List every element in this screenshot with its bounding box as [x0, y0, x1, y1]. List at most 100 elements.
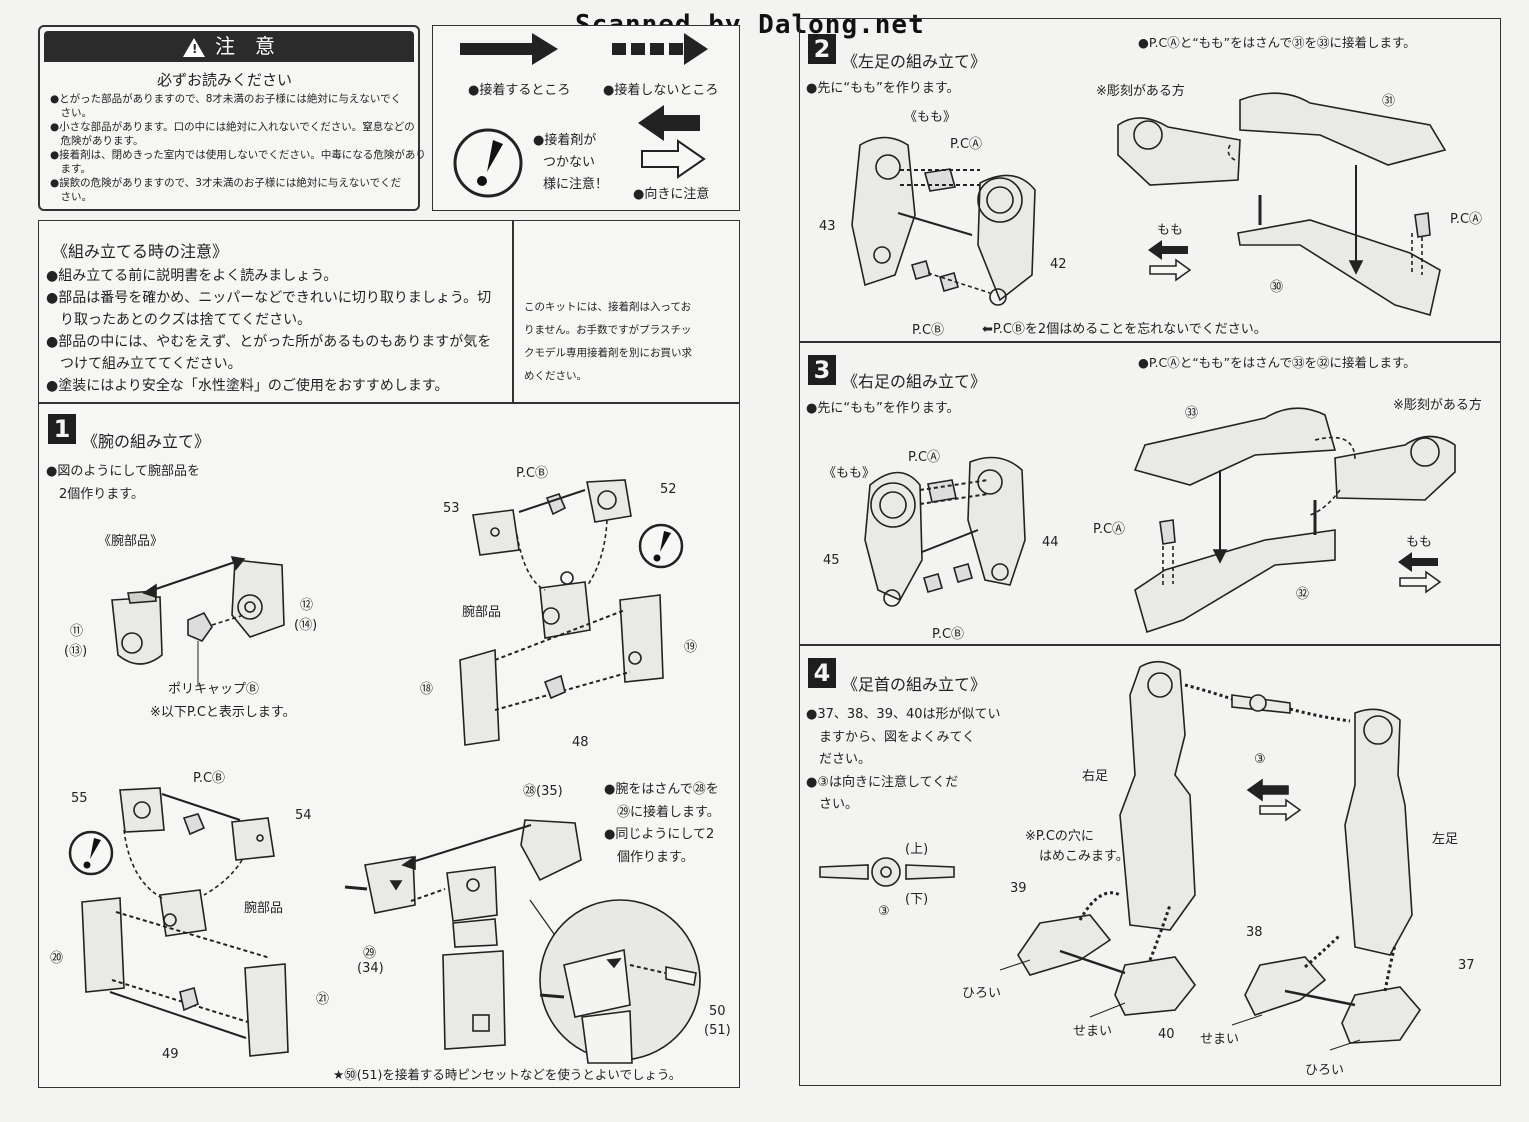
step4-title: 《足首の組み立て》	[842, 675, 987, 694]
part-40-label: 40	[1158, 1027, 1175, 1042]
part-18-label: ⑱	[420, 682, 434, 697]
step3-pca-label: P.CⒶ	[908, 450, 941, 465]
arm-glue-diagram	[344, 819, 582, 1050]
part-30-label: ㉚	[1270, 280, 1284, 295]
part-29-label: ㉙	[363, 946, 377, 961]
step1-glue-line: 個作ります。	[604, 849, 694, 865]
step3-number: 3	[808, 355, 836, 385]
polycap-label: ポリキャップⒷ	[168, 682, 260, 697]
side-note-line: クモデル専用接着剤を別にお買い求	[524, 347, 692, 359]
part-50-label: 50	[709, 1004, 726, 1019]
direction-arrows-icon	[1148, 240, 1192, 282]
step1-glue-line: ㉙に接着します。	[604, 804, 720, 820]
legend-warn-text: ●接着剤が つかない 様に注意！	[533, 130, 608, 196]
step1-arm-part-title: 《腕部品》	[98, 534, 164, 549]
part-11-label: ⑪	[70, 624, 84, 639]
caution-line: ●接着剤は、閉めきった室内では使用しないでください。中毒になる危険があり	[50, 149, 426, 161]
part-45-label: 45	[823, 553, 840, 568]
step2-footer: ⬅P.CⒷを2個はめることを忘れないでください。	[982, 322, 1267, 337]
assembly-note: つけて組み立ててください。	[46, 356, 242, 372]
side-note-line: りません。お手数ですがプラスチッ	[524, 324, 692, 336]
part-52-label: 52	[660, 482, 677, 497]
legend-glue-label: ●接着するところ	[468, 83, 571, 98]
part-20-label: ⑳	[50, 951, 64, 966]
part-3-orientation-diagram	[819, 857, 955, 887]
part-21-label: ㉑	[316, 992, 330, 1007]
caution-line: ます。	[50, 163, 91, 175]
step1-arm-label-top: 腕部品	[462, 605, 502, 620]
wide-label-right-leg: ひろい	[962, 986, 1002, 1001]
exclamation-icon	[68, 830, 114, 876]
step4-desc-line: さい。	[806, 797, 859, 812]
part-34-label: (34)	[357, 961, 384, 976]
step1-glue-line: ●同じようにして2	[604, 827, 715, 842]
assembly-notes-box	[38, 220, 740, 403]
step2-divider	[799, 341, 1501, 343]
part-48-label: 48	[572, 735, 589, 750]
caution-line: さい。	[50, 107, 92, 119]
step3-pcb-label: P.CⒷ	[932, 627, 965, 642]
part-31-label: ㉛	[1382, 94, 1396, 109]
step3-momo-label: もも	[1406, 535, 1433, 550]
pc-hole-note: ※P.Cの穴に はめこみます。	[1025, 827, 1129, 867]
step2-number: 2	[808, 34, 836, 64]
part-3-label: ③	[1254, 752, 1266, 767]
step1-number: 1	[48, 414, 76, 444]
assembly-note: ●部品は番号を確かめ、ニッパーなどできれいに切り取りましょう。切	[46, 290, 492, 306]
part-39-label: 39	[1010, 881, 1027, 896]
step2-header: ●P.CⒶと“もも”をはさんで㉛を㉝に接着します。	[1138, 35, 1416, 50]
step1-desc-line: ●図のようにして腕部品を	[46, 464, 200, 479]
step2-pcb-label: P.CⒷ	[912, 323, 945, 338]
part-13-label: (⑬)	[64, 644, 88, 659]
part-51-label: (51)	[704, 1023, 731, 1038]
part-42-label: 42	[1050, 257, 1067, 272]
legend-warn-line: つかない	[543, 155, 596, 170]
direction-arrows-icon	[638, 105, 706, 179]
step4-desc-line: ●37、38、39、40は形が似てい	[806, 707, 1001, 722]
left-leg-frame-diagram	[1117, 92, 1447, 317]
arm-part-diagram	[111, 555, 285, 685]
part-54-label: 54	[295, 808, 312, 823]
caution-line: ●誤飲の危険がありますので、3才未満のお子様には絶対に与えないでくだ	[50, 177, 402, 189]
side-note-line: このキットには、接着剤は入ってお	[524, 301, 692, 313]
assembly-notes-divider	[512, 220, 514, 403]
pc-hole-line: ※P.Cの穴に	[1025, 829, 1094, 844]
part-32-label: ㉜	[1296, 587, 1310, 602]
legend-direction-label: ●向きに注意	[633, 187, 710, 202]
part-3-label-small: ③	[878, 904, 890, 919]
caution-list: ●とがった部品がありますので、8才未満のお子様には絶対に与えないでく さい。 ●…	[50, 92, 426, 204]
caution-line: ●小さな部品があります。口の中には絶対に入れないでください。窒息などの	[50, 121, 415, 133]
left-thigh-diagram	[851, 136, 1036, 306]
step3-title: 《右足の組み立て》	[842, 372, 987, 391]
assembly-notes-title: 《組み立てる時の注意》	[52, 242, 229, 261]
caution-header: ! 注 意	[44, 31, 414, 62]
assembly-note: ●部品の中には、やむをえず、とがった所があるものもありますが気を	[46, 334, 492, 350]
step1-glue-line: ●腕をはさんで㉘を	[604, 782, 719, 797]
step4-down-label: (下)	[905, 892, 929, 907]
step2-desc: ●先に“もも”を作ります。	[806, 81, 960, 96]
step4-desc-line: ●③は向きに注意してくだ	[806, 774, 959, 790]
part-28-label: ㉘(35)	[523, 784, 563, 799]
step2-momo-title: 《もも》	[904, 110, 957, 125]
step4-desc-line: ださい。	[806, 752, 872, 767]
legend-warn-line: ●接着剤が	[533, 133, 597, 148]
step2-pca-label: P.CⒶ	[950, 137, 983, 152]
step1-desc-line: 2個作ります。	[46, 487, 144, 502]
part-38-label: 38	[1246, 925, 1263, 940]
part-43-label: 43	[819, 219, 836, 234]
part-14-label: (⑭)	[294, 618, 318, 633]
step3-momo-title: 《もも》	[823, 466, 876, 481]
caution-title: 注 意	[215, 34, 275, 58]
step4-desc-line: ますから、図をよくみてく	[806, 729, 976, 745]
part-53-label: 53	[443, 501, 460, 516]
narrow-label-right-leg: せまい	[1073, 1024, 1113, 1039]
legend-warn-line: 様に注意！	[543, 177, 609, 192]
side-note-line: めください。	[524, 370, 587, 382]
step1-pcb-label-bottom: P.CⒷ	[193, 771, 226, 786]
assembly-note: ●塗装にはより安全な「水性塗料」のご使用をおすすめします。	[46, 378, 449, 394]
glue-side-note: このキットには、接着剤は入ってお りません。お手数ですがプラスチッ クモデル専用…	[524, 296, 692, 388]
warning-triangle-icon: !	[183, 38, 205, 57]
legs-diagram	[999, 660, 1422, 1051]
step4-up-label: (上)	[905, 842, 929, 857]
part-55-label: 55	[71, 791, 88, 806]
